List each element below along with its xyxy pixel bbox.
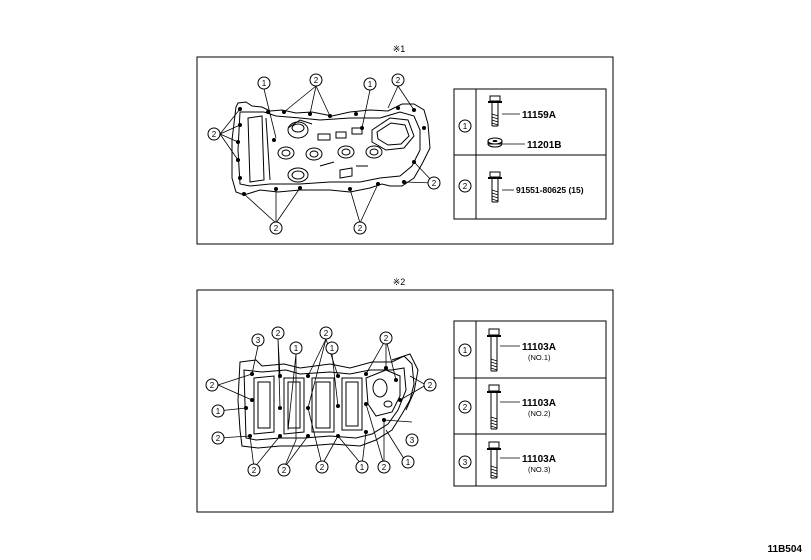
svg-text:2: 2 bbox=[396, 76, 401, 85]
part-11201B: 11201B bbox=[527, 140, 561, 151]
svg-text:2: 2 bbox=[212, 130, 217, 139]
svg-text:1: 1 bbox=[406, 458, 411, 467]
svg-text:2: 2 bbox=[216, 434, 221, 443]
figure1-legend: 1 2 11159A 11201B 91551-80625 (15) bbox=[453, 88, 607, 220]
legend-key-2 bbox=[458, 179, 472, 193]
svg-text:2: 2 bbox=[428, 381, 433, 390]
svg-text:1: 1 bbox=[294, 344, 299, 353]
svg-text:(NO.2): (NO.2) bbox=[528, 409, 551, 418]
svg-text:2: 2 bbox=[274, 224, 279, 233]
part-11103A-no2: 11103A bbox=[522, 398, 556, 409]
bolt-icon bbox=[487, 328, 501, 372]
cylinder-head-drawing bbox=[237, 353, 419, 449]
svg-text:2: 2 bbox=[210, 381, 215, 390]
figure2-leaders bbox=[217, 338, 427, 469]
svg-text:2: 2 bbox=[252, 466, 257, 475]
svg-text:2: 2 bbox=[382, 463, 387, 472]
legend-key-1 bbox=[458, 119, 472, 133]
svg-text:1: 1 bbox=[216, 407, 221, 416]
svg-text:2: 2 bbox=[320, 463, 325, 472]
svg-text:2: 2 bbox=[432, 179, 437, 188]
svg-text:(NO.3): (NO.3) bbox=[528, 465, 551, 474]
figure1-callouts: 1 2 1 2 2 2 2 2 bbox=[207, 73, 441, 235]
svg-text:1: 1 bbox=[463, 346, 468, 355]
svg-text:2: 2 bbox=[463, 182, 468, 191]
washer-icon bbox=[487, 137, 503, 148]
head-cover-drawing bbox=[231, 101, 431, 196]
part-11103A-no1: 11103A bbox=[522, 342, 556, 353]
svg-text:1: 1 bbox=[262, 79, 267, 88]
svg-text:1: 1 bbox=[360, 463, 365, 472]
svg-text:2: 2 bbox=[282, 466, 287, 475]
figure1-frame bbox=[196, 56, 614, 245]
figure1-mark: ※1 bbox=[393, 44, 406, 54]
figure1-leaders bbox=[219, 85, 435, 224]
figure2-callouts: 3 2 1 2 1 2 2 1 2 2 3 1 2 2 2 1 2 bbox=[205, 326, 437, 477]
part-11103A-no3: 11103A bbox=[522, 454, 556, 465]
part-11159A: 11159A bbox=[522, 110, 556, 121]
bolt-icon bbox=[487, 171, 503, 203]
svg-text:1: 1 bbox=[330, 344, 335, 353]
svg-text:1: 1 bbox=[463, 122, 468, 131]
diagram-code: 11B504 bbox=[768, 544, 803, 555]
figure2-mark: ※2 bbox=[393, 277, 406, 287]
svg-text:3: 3 bbox=[463, 458, 468, 467]
svg-text:1: 1 bbox=[368, 80, 373, 89]
bolt-icon bbox=[487, 95, 503, 127]
svg-text:2: 2 bbox=[324, 329, 329, 338]
svg-text:3: 3 bbox=[256, 336, 261, 345]
figure2-legend: 1 2 3 11103A (NO.1) 11103A (NO.2) bbox=[453, 320, 607, 487]
svg-text:2: 2 bbox=[314, 76, 319, 85]
svg-text:2: 2 bbox=[276, 329, 281, 338]
svg-text:3: 3 bbox=[410, 436, 415, 445]
svg-text:2: 2 bbox=[463, 403, 468, 412]
svg-text:(NO.1): (NO.1) bbox=[528, 353, 551, 362]
part-91551-80625: 91551-80625 (15) bbox=[516, 185, 584, 195]
bolt-icon bbox=[487, 441, 501, 479]
figure2-frame bbox=[196, 289, 614, 513]
svg-text:2: 2 bbox=[384, 334, 389, 343]
svg-text:2: 2 bbox=[358, 224, 363, 233]
bolt-icon bbox=[487, 384, 501, 430]
